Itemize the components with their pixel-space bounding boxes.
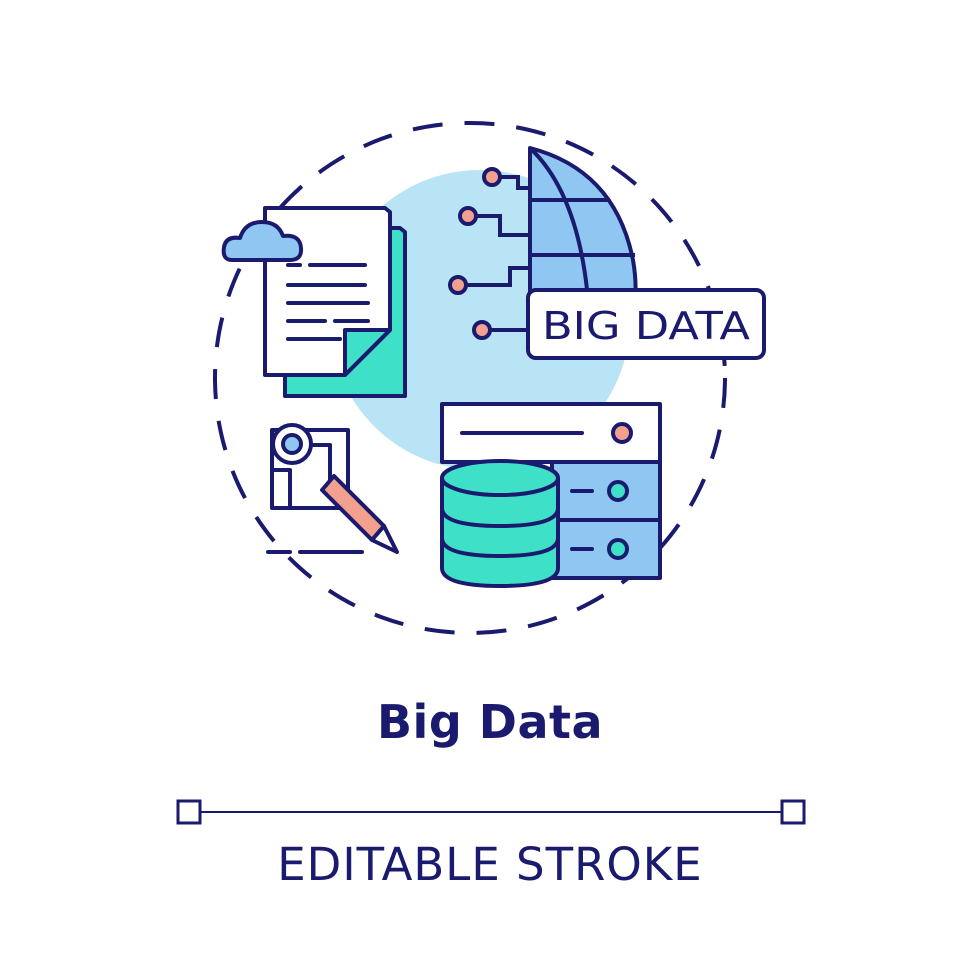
database-icon: [440, 459, 560, 588]
server-icon: [440, 402, 662, 580]
badge-label: BIG DATA: [542, 304, 750, 348]
cloud-icon: [221, 220, 304, 262]
divider-left-handle: [176, 799, 202, 825]
circuit-nodes: [448, 167, 502, 340]
pencil-icon: [266, 474, 399, 554]
circuit-connections: [464, 175, 532, 332]
subtitle: EDITABLE STROKE: [277, 838, 703, 891]
document-icon: [263, 206, 407, 398]
big-data-badge: BIG DATA: [526, 288, 766, 360]
page-title: Big Data: [376, 695, 604, 749]
divider-right-handle: [780, 799, 806, 825]
dashed-ring: [213, 121, 727, 635]
divider-line: [176, 799, 806, 825]
